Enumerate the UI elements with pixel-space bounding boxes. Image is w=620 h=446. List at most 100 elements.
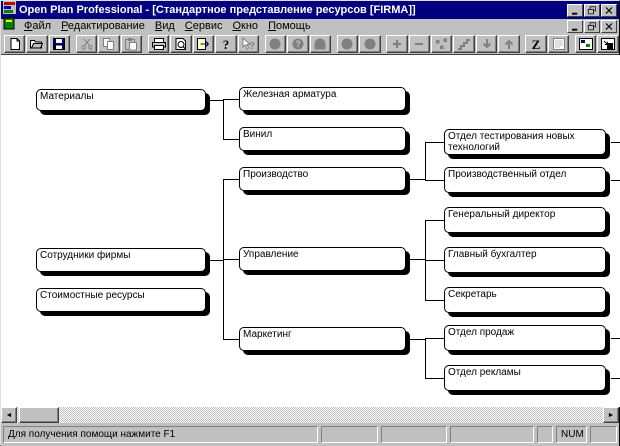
svg-text:?: ? bbox=[249, 41, 255, 51]
node-sales[interactable]: Отдел продаж bbox=[444, 325, 606, 351]
fit-window-button[interactable] bbox=[597, 35, 619, 53]
menu-file[interactable]: Файл bbox=[24, 20, 52, 32]
connector-line bbox=[223, 339, 239, 340]
link-resources-button[interactable] bbox=[431, 35, 453, 53]
help-button[interactable]: ? bbox=[215, 35, 237, 53]
menu-service[interactable]: Сервис bbox=[184, 20, 223, 32]
svg-text:Z: Z bbox=[532, 37, 541, 51]
node-label: Производственный отдел bbox=[448, 169, 567, 180]
title-bar: Open Plan Professional - [Стандартное пр… bbox=[1, 1, 619, 19]
scroll-left-button[interactable]: ◄ bbox=[1, 407, 17, 423]
node-cost[interactable]: Стоимостные ресурсы bbox=[36, 288, 206, 312]
connector-line bbox=[206, 260, 223, 261]
status-panel bbox=[321, 426, 378, 443]
connector-line bbox=[611, 338, 620, 339]
scrollbar-thumb[interactable] bbox=[19, 407, 59, 423]
menu-help[interactable]: Помощь bbox=[268, 20, 311, 32]
node-testdept[interactable]: Отдел тестирования новых технологий bbox=[444, 129, 606, 155]
node-label: Управление bbox=[243, 249, 299, 260]
save-button[interactable] bbox=[48, 35, 71, 53]
zoom-tool-button[interactable]: Z bbox=[525, 35, 547, 53]
node-accountant[interactable]: Главный бухгалтер bbox=[444, 247, 606, 273]
connector-line bbox=[425, 180, 444, 181]
context-help-button[interactable]: ? bbox=[237, 35, 259, 53]
connector-line bbox=[425, 260, 444, 261]
resource-shape-c-button[interactable] bbox=[309, 35, 331, 53]
minimize-button[interactable] bbox=[567, 3, 583, 17]
connector-line bbox=[223, 139, 239, 140]
connector-line bbox=[223, 259, 239, 260]
svg-text:?: ? bbox=[223, 37, 230, 51]
document-icon[interactable] bbox=[3, 17, 16, 35]
resource-shape-a-button[interactable] bbox=[264, 35, 287, 53]
connector-line bbox=[425, 220, 444, 221]
node-label: Отдел рекламы bbox=[448, 367, 521, 378]
window-title: Open Plan Professional - [Стандартное пр… bbox=[19, 4, 416, 16]
paste-button[interactable] bbox=[120, 35, 143, 53]
connector-line bbox=[425, 300, 444, 301]
connector-line bbox=[425, 142, 426, 181]
horizontal-scrollbar: ◄ ► bbox=[1, 407, 619, 423]
node-vinyl[interactable]: Винил bbox=[239, 127, 406, 151]
node-label: Генеральный директор bbox=[448, 209, 556, 220]
node-staff[interactable]: Сотрудники фирмы bbox=[36, 248, 206, 272]
arrange-view-button[interactable] bbox=[575, 35, 597, 53]
node-label: Секретарь bbox=[448, 289, 497, 300]
copy-button[interactable] bbox=[98, 35, 120, 53]
svg-text:?: ? bbox=[295, 39, 301, 49]
update-data-button[interactable] bbox=[192, 35, 215, 53]
node-label: Материалы bbox=[40, 91, 94, 102]
resource-shape-b-button[interactable]: ? bbox=[287, 35, 309, 53]
connector-line bbox=[406, 179, 425, 180]
child-minimize-button[interactable] bbox=[567, 19, 583, 33]
status-message: Для получения помощи нажмите F1 bbox=[3, 426, 318, 443]
node-ceo[interactable]: Генеральный директор bbox=[444, 207, 606, 233]
status-bar: Для получения помощи нажмите F1 NUM bbox=[1, 423, 619, 446]
connector-line bbox=[406, 339, 425, 340]
node-ads[interactable]: Отдел рекламы bbox=[444, 365, 606, 391]
open-button[interactable] bbox=[26, 35, 48, 53]
add-resource-button[interactable] bbox=[386, 35, 408, 53]
delete-resource-button[interactable] bbox=[408, 35, 431, 53]
print-button[interactable] bbox=[147, 35, 170, 53]
node-proddept[interactable]: Производственный отдел bbox=[444, 167, 606, 193]
node-marketing[interactable]: Маркетинг bbox=[239, 327, 406, 351]
new-button[interactable] bbox=[4, 35, 26, 53]
resource-shape-e-button[interactable] bbox=[359, 35, 381, 53]
resource-shape-d-button[interactable] bbox=[336, 35, 359, 53]
scrollbar-track[interactable] bbox=[17, 407, 603, 423]
child-close-button[interactable] bbox=[601, 19, 617, 33]
cut-button[interactable] bbox=[75, 35, 98, 53]
connector-line bbox=[223, 99, 224, 140]
restore-button[interactable] bbox=[584, 3, 600, 17]
node-label: Главный бухгалтер bbox=[448, 249, 537, 260]
move-down-button[interactable] bbox=[475, 35, 498, 53]
menu-window[interactable]: Окно bbox=[232, 20, 259, 32]
menu-view[interactable]: Вид bbox=[154, 20, 175, 32]
connector-line bbox=[406, 259, 425, 260]
move-up-button[interactable] bbox=[498, 35, 520, 53]
menu-edit[interactable]: Редактирование bbox=[61, 20, 145, 32]
app-icon[interactable] bbox=[3, 1, 16, 19]
connector-line bbox=[223, 179, 239, 180]
node-label: Сотрудники фирмы bbox=[40, 250, 131, 261]
node-label: Винил bbox=[243, 129, 273, 140]
status-panel bbox=[590, 426, 617, 443]
outline-levels-button[interactable] bbox=[453, 35, 475, 53]
connector-line bbox=[611, 142, 620, 143]
close-button[interactable] bbox=[601, 3, 617, 17]
node-secretary[interactable]: Секретарь bbox=[444, 287, 606, 313]
notes-button[interactable] bbox=[547, 35, 570, 53]
connector-line bbox=[223, 99, 239, 100]
scroll-right-button[interactable]: ► bbox=[603, 407, 619, 423]
status-panel bbox=[450, 426, 534, 443]
node-management[interactable]: Управление bbox=[239, 247, 406, 271]
print-preview-button[interactable] bbox=[170, 35, 192, 53]
node-label: Отдел продаж bbox=[448, 327, 515, 338]
node-production[interactable]: Производство bbox=[239, 167, 406, 191]
node-materials[interactable]: Материалы bbox=[36, 89, 206, 111]
connector-line bbox=[206, 100, 223, 101]
node-iron[interactable]: Железная арматура bbox=[239, 87, 406, 111]
child-restore-button[interactable] bbox=[584, 19, 600, 33]
